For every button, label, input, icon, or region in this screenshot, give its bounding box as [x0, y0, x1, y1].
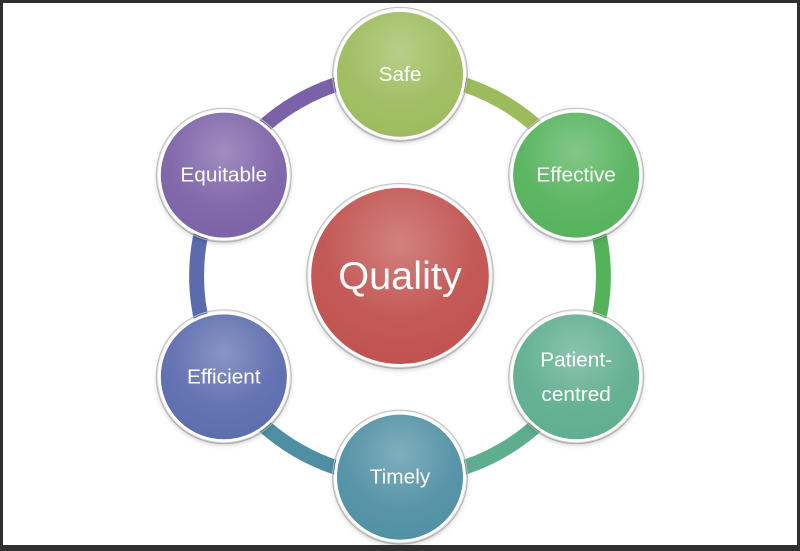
- node-patient-centred-label-line2: centred: [541, 383, 610, 406]
- node-equitable-outline: [155, 107, 292, 243]
- node-equitable-label: Equitable: [180, 164, 267, 187]
- node-effective: Effective: [508, 107, 645, 243]
- node-timely: Timely: [332, 409, 468, 545]
- node-effective-label: Effective: [536, 164, 616, 187]
- node-quality-highlight: [309, 186, 491, 366]
- node-efficient-outline: [155, 309, 292, 445]
- node-efficient-label: Efficient: [187, 365, 261, 388]
- node-quality-outline: [306, 183, 494, 369]
- node-timely-highlight: [335, 413, 465, 542]
- node-patient-centred-outline: [508, 309, 645, 445]
- node-timely-label: Timely: [370, 466, 431, 489]
- node-equitable-highlight: [159, 111, 289, 240]
- node-effective-outline: [508, 107, 645, 243]
- quality-cycle-diagram: Safe Effective Patient- centred Timely: [155, 6, 645, 545]
- node-patient-centred-label-line1: Patient-: [540, 349, 612, 372]
- node-timely-outline: [332, 409, 468, 545]
- node-quality-center: Quality: [306, 183, 494, 369]
- node-safe-highlight: [335, 10, 465, 139]
- node-patient-centred: Patient- centred: [508, 309, 645, 445]
- node-patient-centred-highlight: [511, 312, 641, 441]
- node-effective-highlight: [511, 111, 641, 240]
- node-efficient: Efficient: [155, 309, 292, 445]
- node-safe-outline: [332, 6, 468, 142]
- node-efficient-highlight: [159, 312, 289, 441]
- node-quality-label: Quality: [338, 254, 462, 298]
- node-equitable: Equitable: [155, 107, 292, 243]
- node-safe: Safe: [332, 6, 468, 142]
- node-safe-label: Safe: [379, 63, 422, 86]
